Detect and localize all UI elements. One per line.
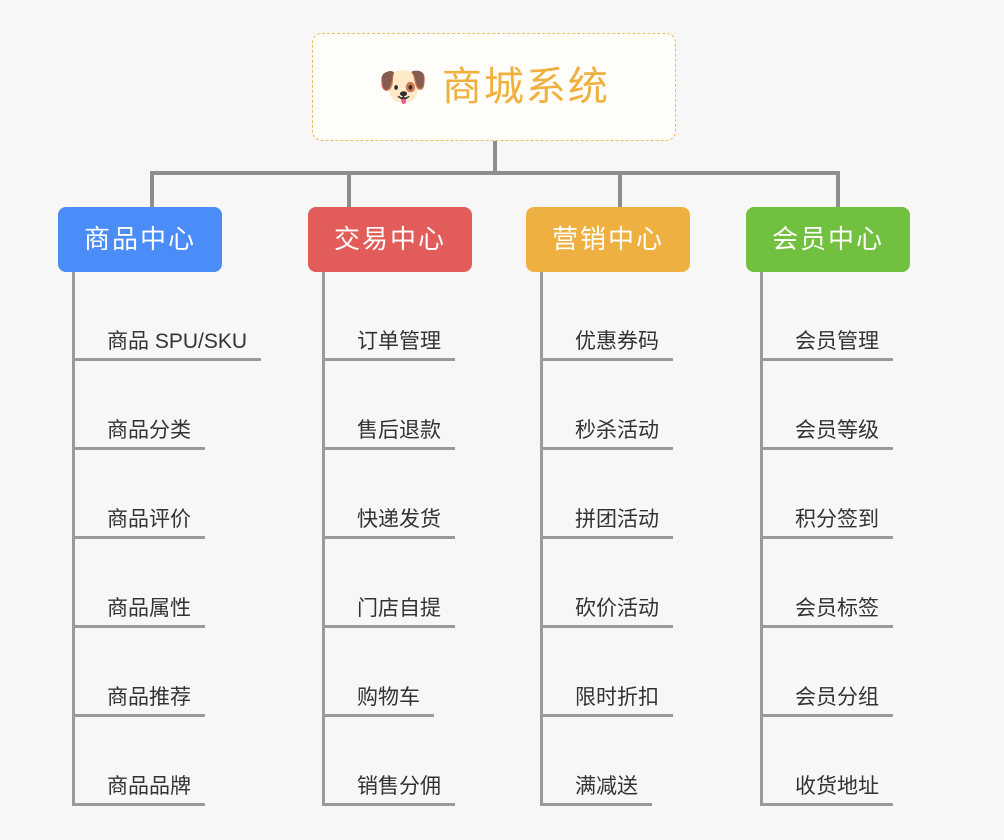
leaf-label: 拼团活动 — [543, 509, 673, 539]
leaf-label: 快递发货 — [325, 509, 455, 539]
leaf-label: 购物车 — [325, 687, 434, 717]
leaf-label: 限时折扣 — [543, 687, 673, 717]
leaf-list-2: 订单管理 售后退款 快递发货 门店自提 购物车 销售分佣 — [322, 272, 528, 806]
connector-drop-2 — [347, 171, 351, 209]
list-item[interactable]: 销售分佣 — [325, 717, 528, 806]
leaf-label: 优惠券码 — [543, 331, 673, 361]
leaf-label: 销售分佣 — [325, 776, 455, 806]
leaf-list-4: 会员管理 会员等级 积分签到 会员标签 会员分组 收货地址 — [760, 272, 966, 806]
category-box-2[interactable]: 交易中心 — [308, 207, 473, 272]
category-box-3[interactable]: 营销中心 — [526, 207, 691, 272]
connector-root-stem — [493, 141, 497, 173]
list-item[interactable]: 秒杀活动 — [543, 361, 746, 450]
root-title: 商城系统 — [441, 65, 610, 109]
leaf-label: 售后退款 — [325, 420, 455, 450]
branch-column-1: 商品中心 商品 SPU/SKU 商品分类 商品评价 商品属性 商品推荐 商品品牌 — [58, 207, 298, 806]
list-item[interactable]: 积分签到 — [763, 450, 966, 539]
list-item[interactable]: 商品分类 — [75, 361, 298, 450]
leaf-label: 商品属性 — [75, 598, 205, 628]
leaf-label: 商品 SPU/SKU — [75, 331, 262, 361]
root-node[interactable]: 🐶 商城系统 — [312, 33, 676, 141]
leaf-label: 商品推荐 — [75, 687, 205, 717]
branch-column-2: 交易中心 订单管理 售后退款 快递发货 门店自提 购物车 销售分佣 — [308, 207, 528, 806]
connector-drop-4 — [836, 171, 840, 209]
list-item[interactable]: 会员分组 — [763, 628, 966, 717]
list-item[interactable]: 商品属性 — [75, 539, 298, 628]
leaf-label: 秒杀活动 — [543, 420, 673, 450]
list-item[interactable]: 商品 SPU/SKU — [75, 272, 298, 361]
list-item[interactable]: 快递发货 — [325, 450, 528, 539]
leaf-label: 商品品牌 — [75, 776, 205, 806]
list-item[interactable]: 会员等级 — [763, 361, 966, 450]
list-item[interactable]: 商品评价 — [75, 450, 298, 539]
leaf-label: 商品评价 — [75, 509, 205, 539]
list-item[interactable]: 砍价活动 — [543, 539, 746, 628]
leaf-list-3: 优惠券码 秒杀活动 拼团活动 砍价活动 限时折扣 满减送 — [540, 272, 746, 806]
leaf-list-1: 商品 SPU/SKU 商品分类 商品评价 商品属性 商品推荐 商品品牌 — [72, 272, 298, 806]
leaf-label: 会员标签 — [763, 598, 893, 628]
leaf-label: 门店自提 — [325, 598, 455, 628]
list-item[interactable]: 拼团活动 — [543, 450, 746, 539]
leaf-label: 满减送 — [543, 776, 652, 806]
category-box-4[interactable]: 会员中心 — [746, 207, 911, 272]
leaf-label: 商品分类 — [75, 420, 205, 450]
list-item[interactable]: 商品品牌 — [75, 717, 298, 806]
list-item[interactable]: 商品推荐 — [75, 628, 298, 717]
branch-column-3: 营销中心 优惠券码 秒杀活动 拼团活动 砍价活动 限时折扣 满减送 — [526, 207, 746, 806]
list-item[interactable]: 收货地址 — [763, 717, 966, 806]
list-item[interactable]: 会员标签 — [763, 539, 966, 628]
list-item[interactable]: 订单管理 — [325, 272, 528, 361]
leaf-label: 收货地址 — [763, 776, 893, 806]
leaf-label: 砍价活动 — [543, 598, 673, 628]
category-box-1[interactable]: 商品中心 — [58, 207, 223, 272]
branch-column-4: 会员中心 会员管理 会员等级 积分签到 会员标签 会员分组 收货地址 — [746, 207, 966, 806]
leaf-label: 订单管理 — [325, 331, 455, 361]
leaf-label: 会员分组 — [763, 687, 893, 717]
connector-horizontal-bar — [150, 171, 840, 175]
leaf-label: 会员等级 — [763, 420, 893, 450]
list-item[interactable]: 限时折扣 — [543, 628, 746, 717]
list-item[interactable]: 优惠券码 — [543, 272, 746, 361]
dog-face-icon: 🐶 — [378, 65, 428, 109]
list-item[interactable]: 会员管理 — [763, 272, 966, 361]
leaf-label: 积分签到 — [763, 509, 893, 539]
connector-drop-3 — [618, 171, 622, 209]
list-item[interactable]: 满减送 — [543, 717, 746, 806]
leaf-label: 会员管理 — [763, 331, 893, 361]
list-item[interactable]: 门店自提 — [325, 539, 528, 628]
list-item[interactable]: 购物车 — [325, 628, 528, 717]
connector-drop-1 — [150, 171, 154, 209]
list-item[interactable]: 售后退款 — [325, 361, 528, 450]
